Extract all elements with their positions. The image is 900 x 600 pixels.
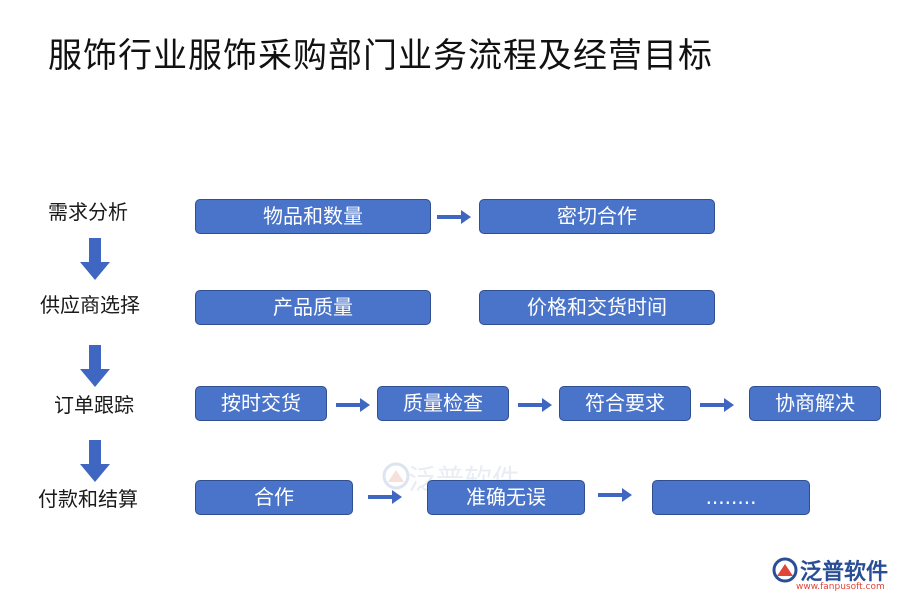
flow-box-negotiate-resolve: 协商解决 <box>749 386 881 421</box>
flow-box-product-quality: 产品质量 <box>195 290 431 325</box>
down-arrow-icon <box>80 440 110 482</box>
flow-box-accurate: 准确无误 <box>427 480 585 515</box>
right-arrow-icon <box>336 398 370 412</box>
right-arrow-icon <box>518 398 552 412</box>
flow-box-cooperation: 合作 <box>195 480 353 515</box>
flow-box-items-quantity: 物品和数量 <box>195 199 431 234</box>
right-arrow-icon <box>437 210 471 224</box>
brand-logo: 泛普软件 www.fanpusoft.com <box>772 553 892 597</box>
flow-box-on-time-delivery: 按时交货 <box>195 386 327 421</box>
stage-label-needs-analysis: 需求分析 <box>48 200 128 224</box>
stage-label-order-tracking: 订单跟踪 <box>54 393 134 417</box>
flow-box-price-delivery-time: 价格和交货时间 <box>479 290 715 325</box>
down-arrow-icon <box>80 345 110 387</box>
right-arrow-icon <box>598 488 632 502</box>
brand-name: 泛普软件 <box>800 560 889 585</box>
flow-box-meets-requirements: 符合要求 <box>559 386 691 421</box>
watermark-logo-icon <box>382 462 410 490</box>
page-title: 服饰行业服饰采购部门业务流程及经营目标 <box>48 36 713 76</box>
stage-label-supplier-selection: 供应商选择 <box>40 293 140 317</box>
flow-box-quality-inspection: 质量检查 <box>377 386 509 421</box>
stage-label-payment-settlement: 付款和结算 <box>38 487 138 511</box>
down-arrow-icon <box>80 238 110 280</box>
flow-box-ellipsis: ........ <box>652 480 810 515</box>
fanpu-logo-icon <box>772 557 798 583</box>
right-arrow-icon <box>368 490 402 504</box>
flow-box-close-cooperation: 密切合作 <box>479 199 715 234</box>
brand-url: www.fanpusoft.com <box>796 582 885 592</box>
right-arrow-icon <box>700 398 734 412</box>
